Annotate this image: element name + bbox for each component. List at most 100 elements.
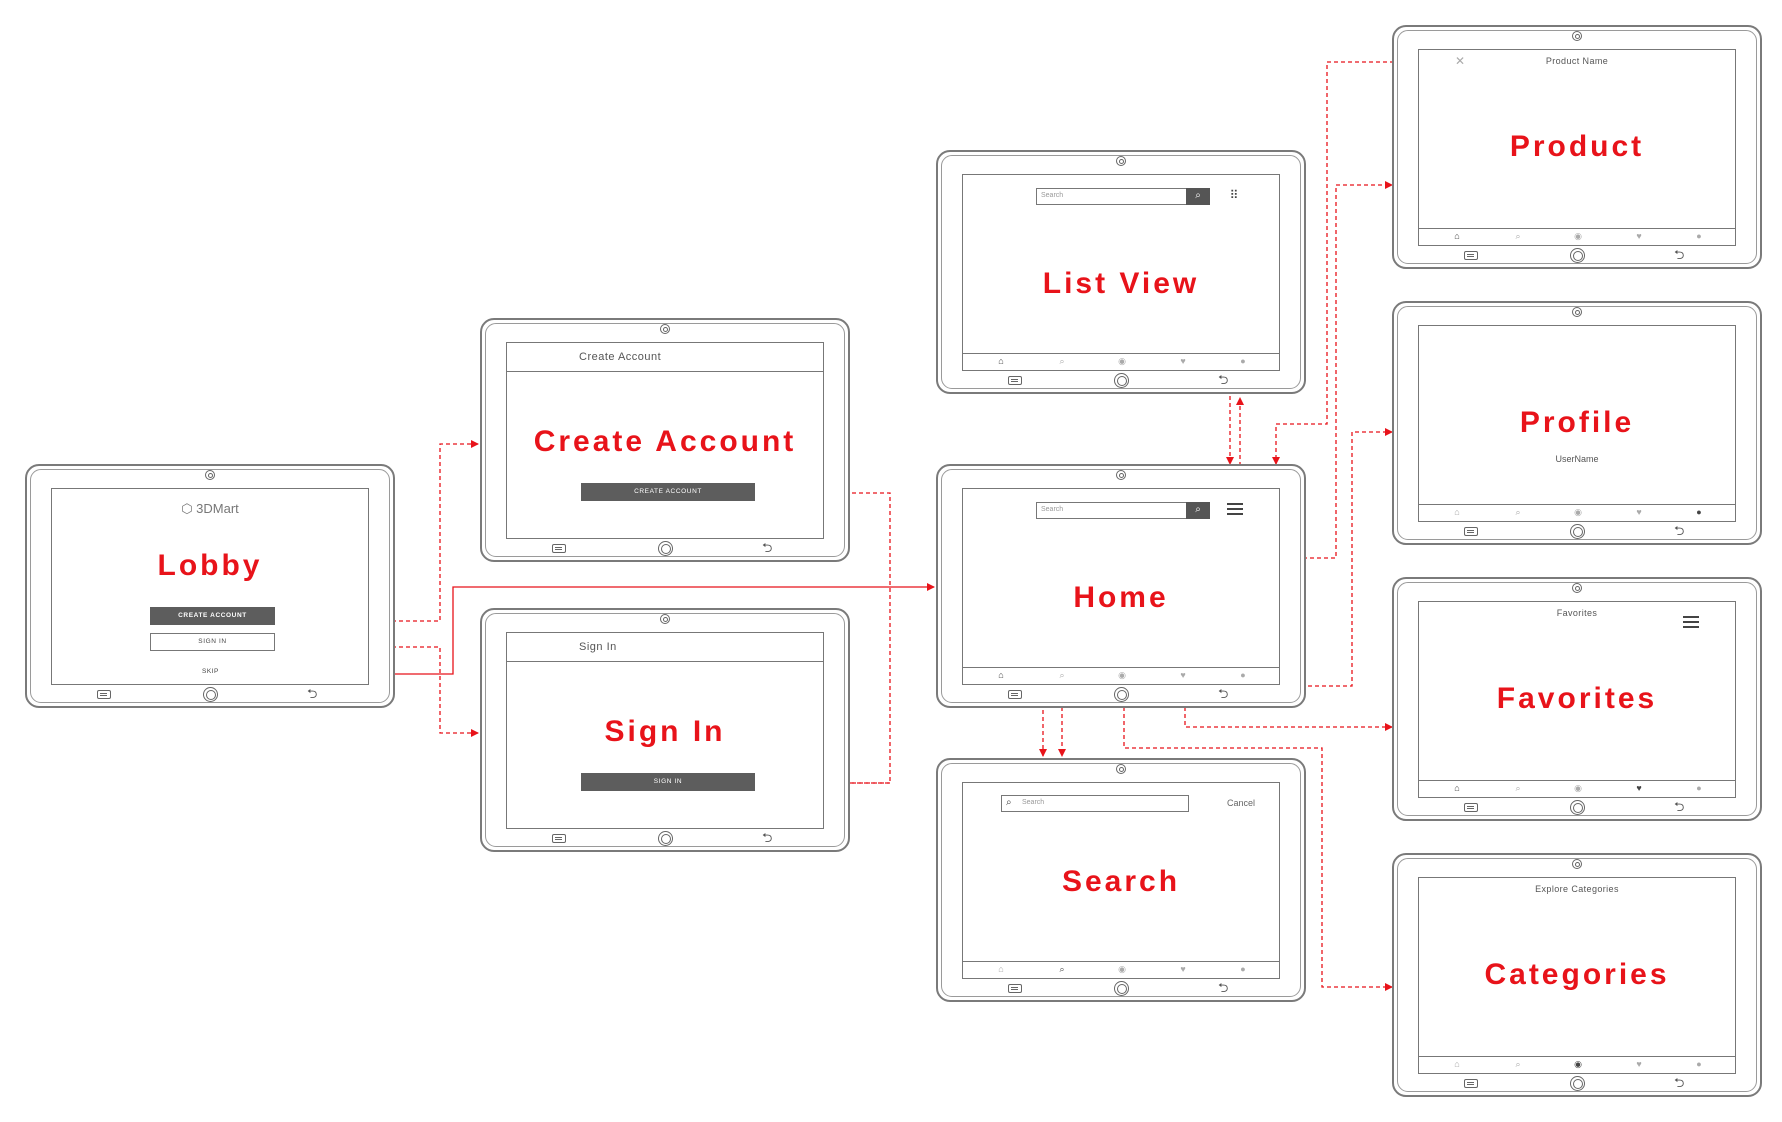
close-icon[interactable]: ✕ xyxy=(1455,54,1466,68)
system-bar: ⮌ xyxy=(1394,521,1760,543)
header-bar: Create Account xyxy=(507,343,823,372)
tab-bar: ⌂ ⌕ ◉ ♥ ● xyxy=(963,961,1279,978)
compass-icon[interactable]: ◉ xyxy=(1118,964,1126,974)
search-icon[interactable]: ⌕ xyxy=(1515,231,1521,241)
product-screen: ✕ Product Name Product ⌂ ⌕ ◉ ♥ ● ⮌ xyxy=(1392,25,1762,269)
heart-icon[interactable]: ♥ xyxy=(1636,231,1642,241)
search-placeholder: Search xyxy=(1041,192,1064,199)
menu-key-icon[interactable] xyxy=(1464,1079,1478,1088)
sign-in-screen: Sign In Sign In SIGN IN ⮌ xyxy=(480,608,850,852)
compass-icon[interactable]: ◉ xyxy=(1574,1059,1582,1069)
search-icon[interactable]: ⌕ xyxy=(1059,964,1065,974)
home-icon[interactable]: ⌂ xyxy=(1454,1059,1460,1069)
search-title: Search xyxy=(1061,865,1181,898)
home-icon[interactable]: ⌂ xyxy=(998,356,1004,366)
home-key-icon[interactable] xyxy=(203,687,218,702)
tab-bar: ⌂ ⌕ ◉ ♥ ● xyxy=(1419,228,1735,245)
compass-icon[interactable]: ◉ xyxy=(1574,507,1582,517)
search-icon[interactable]: ⌕ xyxy=(1515,1059,1521,1069)
list-view-title: List View xyxy=(1042,267,1200,300)
home-icon[interactable]: ⌂ xyxy=(998,964,1004,974)
back-key-icon[interactable]: ⮌ xyxy=(1674,523,1685,538)
user-icon[interactable]: ● xyxy=(1696,231,1702,241)
home-key-icon[interactable] xyxy=(1570,248,1585,263)
back-key-icon[interactable]: ⮌ xyxy=(1218,686,1229,701)
search-icon[interactable]: ⌕ xyxy=(1515,507,1521,517)
home-key-icon[interactable] xyxy=(1570,1076,1585,1091)
back-key-icon[interactable]: ⮌ xyxy=(307,686,318,701)
menu-key-icon[interactable] xyxy=(1008,690,1022,699)
user-icon[interactable]: ● xyxy=(1696,507,1702,517)
search-input[interactable]: ⌕ Search xyxy=(1001,795,1189,812)
search-icon[interactable]: ⌕ xyxy=(1186,502,1210,519)
user-icon[interactable]: ● xyxy=(1240,670,1246,680)
search-icon[interactable]: ⌕ xyxy=(1059,356,1065,366)
heart-icon[interactable]: ♥ xyxy=(1636,1059,1642,1069)
heart-icon[interactable]: ♥ xyxy=(1180,964,1186,974)
camera-icon xyxy=(205,470,215,480)
system-bar: ⮌ xyxy=(1394,1073,1760,1095)
home-key-icon[interactable] xyxy=(1114,981,1129,996)
heart-icon[interactable]: ♥ xyxy=(1180,356,1186,366)
cancel-button[interactable]: Cancel xyxy=(1227,798,1256,808)
user-icon[interactable]: ● xyxy=(1696,783,1702,793)
back-key-icon[interactable]: ⮌ xyxy=(1674,247,1685,262)
home-icon[interactable]: ⌂ xyxy=(1454,783,1460,793)
menu-key-icon[interactable] xyxy=(1008,984,1022,993)
logo-text: 3DMart xyxy=(196,501,239,516)
back-key-icon[interactable]: ⮌ xyxy=(1674,1075,1685,1090)
home-key-icon[interactable] xyxy=(1570,524,1585,539)
home-key-icon[interactable] xyxy=(658,831,673,846)
camera-icon xyxy=(660,324,670,334)
create-account-submit-button[interactable]: CREATE ACCOUNT xyxy=(581,483,755,501)
search-icon[interactable]: ⌕ xyxy=(1186,188,1210,205)
menu-key-icon[interactable] xyxy=(1008,376,1022,385)
menu-key-icon[interactable] xyxy=(1464,527,1478,536)
search-placeholder: Search xyxy=(1041,506,1064,513)
back-key-icon[interactable]: ⮌ xyxy=(1674,799,1685,814)
skip-link[interactable]: SKIP xyxy=(202,668,219,675)
back-key-icon[interactable]: ⮌ xyxy=(1218,372,1229,387)
user-icon[interactable]: ● xyxy=(1240,356,1246,366)
header-bar: Sign In xyxy=(507,633,823,662)
search-icon[interactable]: ⌕ xyxy=(1515,783,1521,793)
sign-in-submit-button[interactable]: SIGN IN xyxy=(581,773,755,791)
home-icon[interactable]: ⌂ xyxy=(1454,507,1460,517)
grid-view-icon[interactable]: ⠿ xyxy=(1229,188,1239,202)
list-view-icon[interactable] xyxy=(1227,503,1243,515)
home-icon[interactable]: ⌂ xyxy=(1454,231,1460,241)
user-icon[interactable]: ● xyxy=(1696,1059,1702,1069)
user-icon[interactable]: ● xyxy=(1240,964,1246,974)
home-key-icon[interactable] xyxy=(1114,373,1129,388)
search-input[interactable]: Search ⌕ xyxy=(1036,188,1210,205)
home-key-icon[interactable] xyxy=(658,541,673,556)
menu-key-icon[interactable] xyxy=(1464,251,1478,260)
compass-icon[interactable]: ◉ xyxy=(1574,231,1582,241)
categories-screen: Explore Categories Categories ⌂ ⌕ ◉ ♥ ● … xyxy=(1392,853,1762,1097)
back-key-icon[interactable]: ⮌ xyxy=(762,540,773,555)
compass-icon[interactable]: ◉ xyxy=(1574,783,1582,793)
compass-icon[interactable]: ◉ xyxy=(1118,670,1126,680)
menu-key-icon[interactable] xyxy=(552,544,566,553)
create-account-button[interactable]: CREATE ACCOUNT xyxy=(150,607,275,625)
back-key-icon[interactable]: ⮌ xyxy=(762,830,773,845)
back-key-icon[interactable]: ⮌ xyxy=(1218,980,1229,995)
sign-in-button[interactable]: SIGN IN xyxy=(150,633,275,651)
menu-key-icon[interactable] xyxy=(97,690,111,699)
create-account-display: Create Account Create Account CREATE ACC… xyxy=(506,342,824,539)
home-key-icon[interactable] xyxy=(1570,800,1585,815)
list-view-icon[interactable] xyxy=(1683,616,1699,628)
heart-icon[interactable]: ♥ xyxy=(1636,507,1642,517)
heart-icon[interactable]: ♥ xyxy=(1180,670,1186,680)
home-key-icon[interactable] xyxy=(1114,687,1129,702)
menu-key-icon[interactable] xyxy=(552,834,566,843)
connector-home-categories xyxy=(1123,686,1393,991)
compass-icon[interactable]: ◉ xyxy=(1118,356,1126,366)
search-icon[interactable]: ⌕ xyxy=(1059,670,1065,680)
search-input[interactable]: Search ⌕ xyxy=(1036,502,1210,519)
heart-icon[interactable]: ♥ xyxy=(1636,783,1642,793)
menu-key-icon[interactable] xyxy=(1464,803,1478,812)
home-icon[interactable]: ⌂ xyxy=(998,670,1004,680)
profile-title: Profile xyxy=(1519,406,1635,439)
